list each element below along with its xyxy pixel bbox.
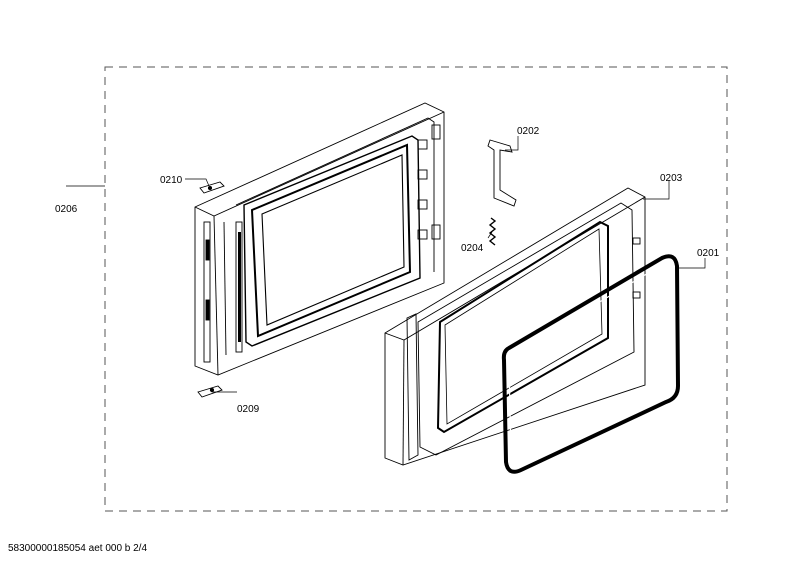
leader-0209 xyxy=(209,389,237,393)
part-label-0209: 0209 xyxy=(237,404,260,415)
leader-0210 xyxy=(185,178,210,187)
part-label-0201: 0201 xyxy=(697,248,720,259)
part-label-0206: 0206 xyxy=(55,204,78,215)
bracket-0209 xyxy=(197,385,223,398)
part-label-0204: 0204 xyxy=(461,243,484,254)
part-label-0203: 0203 xyxy=(660,173,683,184)
gasket-seal-0201 xyxy=(501,254,681,474)
leader-0203 xyxy=(643,180,670,200)
document-reference: 58300000185054 aet 000 b 2/4 xyxy=(8,543,148,554)
leader-0202 xyxy=(505,136,519,151)
spring-0204 xyxy=(488,217,497,246)
part-label-0210: 0210 xyxy=(160,175,183,186)
assembly-boundary xyxy=(104,66,728,512)
leader-0201 xyxy=(676,258,706,269)
leader-0204 xyxy=(487,231,493,239)
bracket-0210 xyxy=(199,181,225,194)
part-label-0202: 0202 xyxy=(517,126,540,137)
outer-door-0203 xyxy=(384,187,646,466)
inner-door-frame xyxy=(194,102,445,376)
leader-lines xyxy=(66,136,706,393)
